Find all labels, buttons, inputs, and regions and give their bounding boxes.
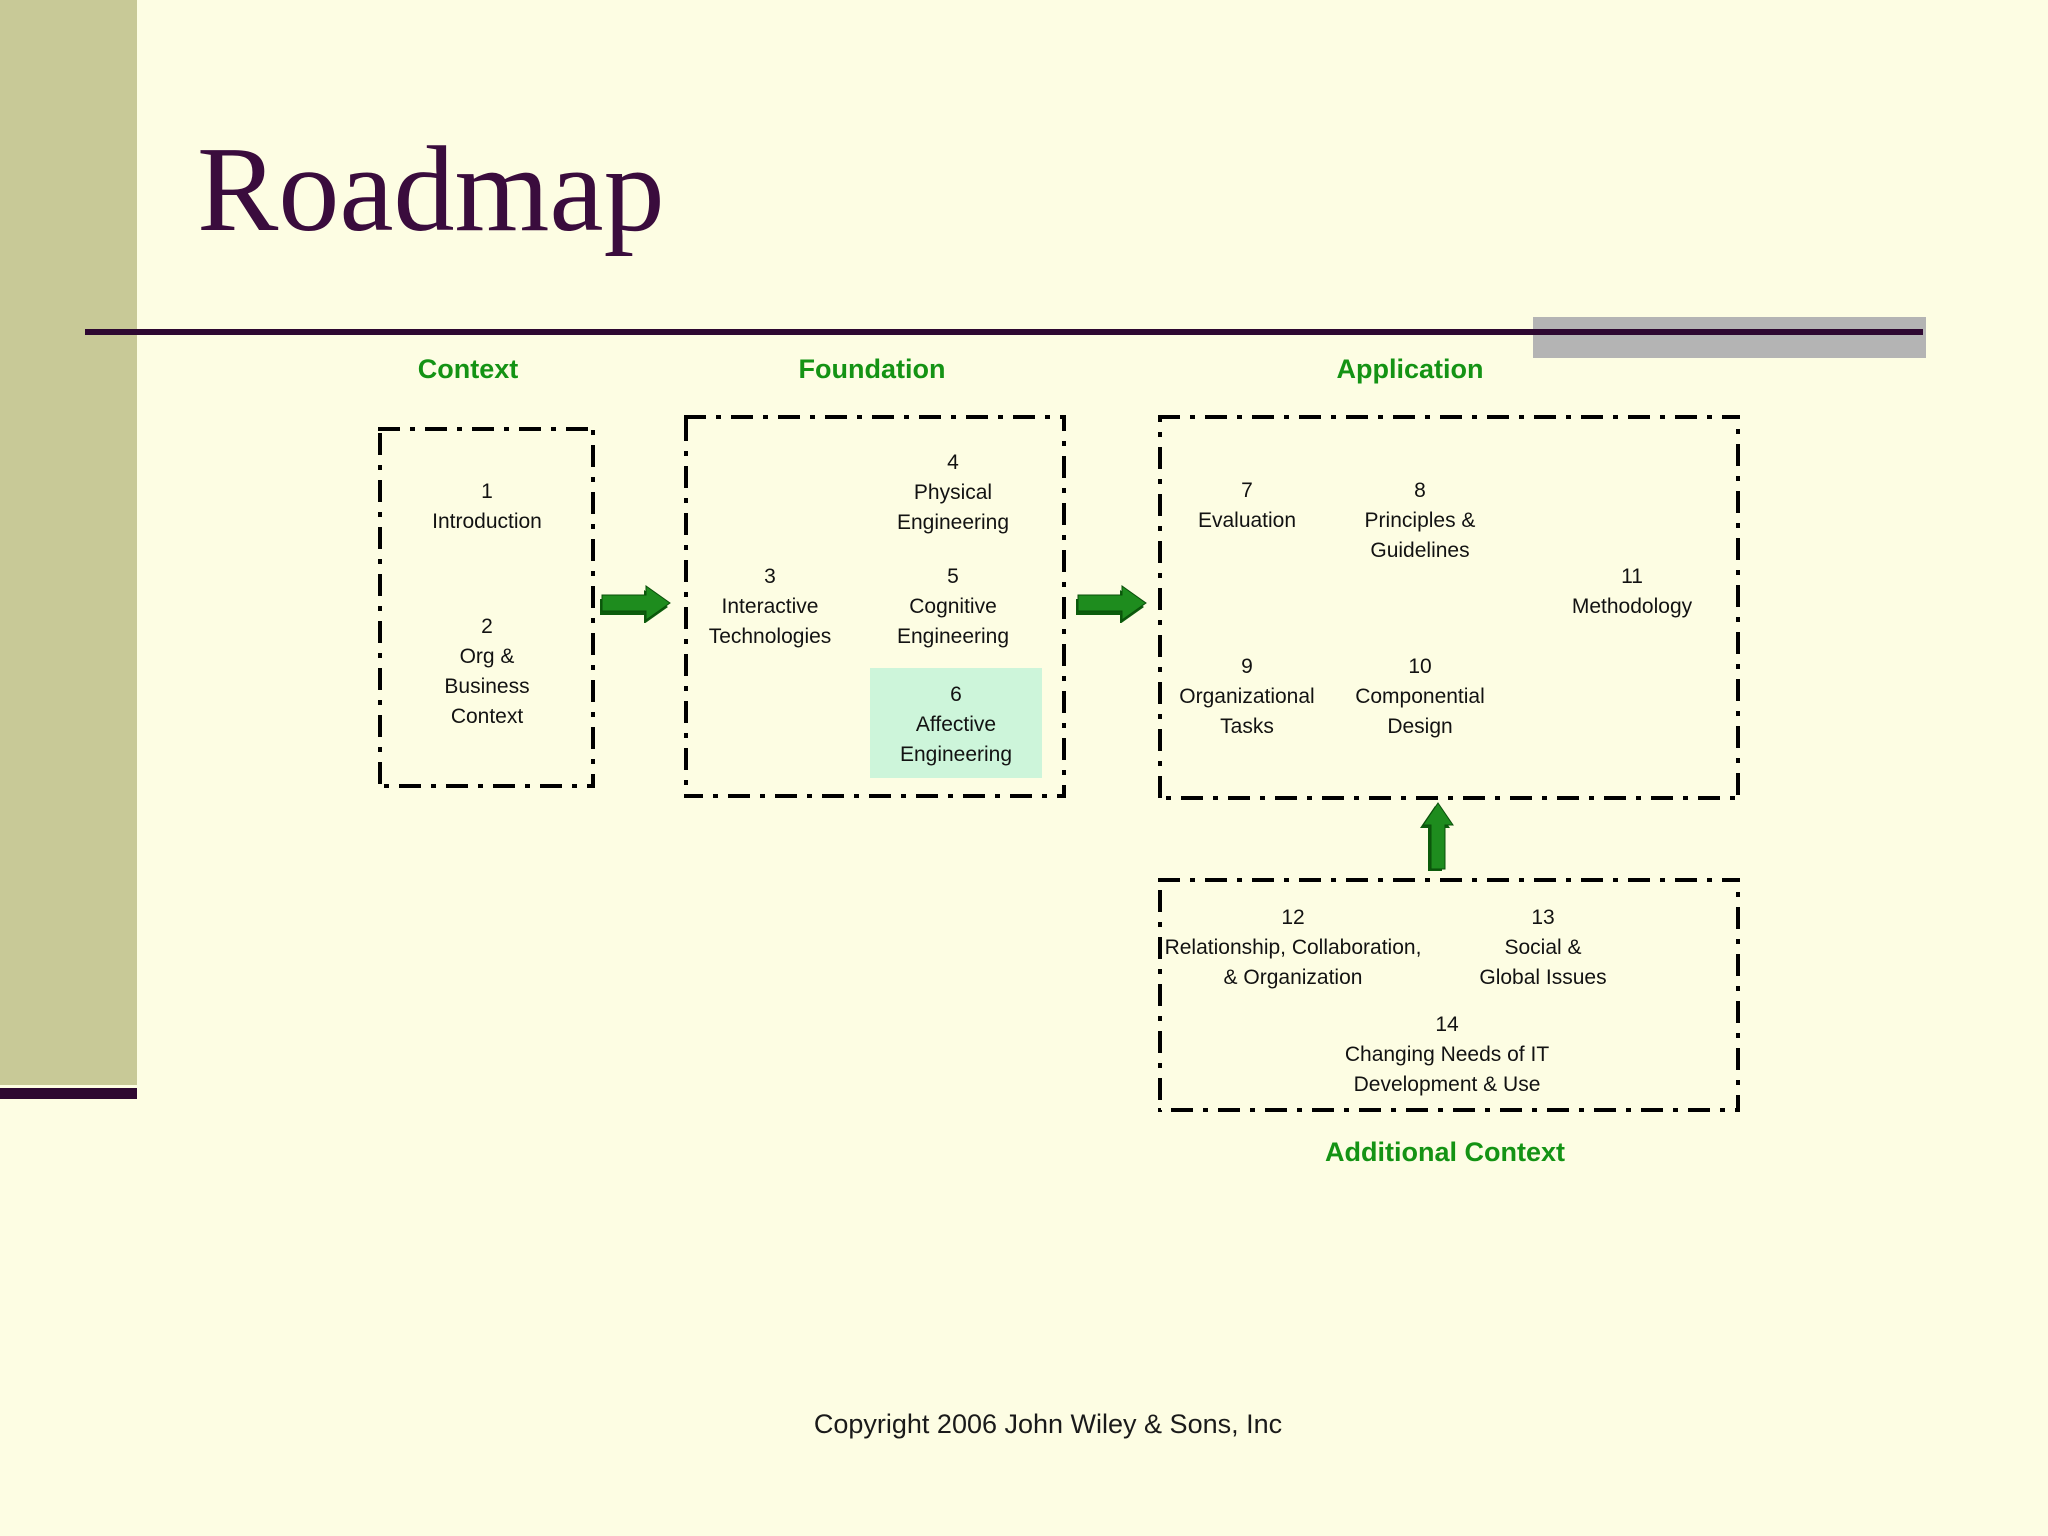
- chapter-number: 14: [1435, 1013, 1459, 1036]
- left-accent-bar: [0, 0, 137, 1085]
- chapter-title-line: Guidelines: [1370, 539, 1470, 562]
- chapter-title-line: Cognitive: [909, 595, 997, 618]
- chapter-title-line: Organizational: [1179, 685, 1315, 708]
- arrow-right-icon: [1076, 585, 1147, 623]
- chapter-5-cognitive-engineering: 5 Cognitive Engineering: [897, 562, 1009, 652]
- chapter-title-line: Org &: [459, 645, 515, 668]
- chapter-title-line: Componential: [1355, 685, 1485, 708]
- chapter-title-line: Business: [444, 675, 530, 698]
- chapter-title-line: Changing Needs of IT: [1344, 1043, 1550, 1066]
- chapter-7-evaluation: 7 Evaluation: [1198, 476, 1296, 536]
- chapter-number: 7: [1241, 479, 1253, 502]
- chapter-10-componential-design: 10 Componential Design: [1355, 652, 1485, 742]
- chapter-number: 1: [481, 480, 493, 503]
- chapter-9-organizational-tasks: 9 Organizational Tasks: [1179, 652, 1314, 742]
- section-heading-foundation: Foundation: [798, 354, 946, 384]
- chapter-number: 5: [947, 565, 959, 588]
- chapter-number: 6: [950, 683, 962, 706]
- chapter-8-principles-guidelines: 8 Principles & Guidelines: [1365, 476, 1476, 566]
- chapter-title-line: Design: [1387, 715, 1453, 738]
- chapter-title-line: Engineering: [896, 625, 1010, 648]
- chapter-13-social-global-issues: 13 Social & Global Issues: [1479, 903, 1606, 993]
- chapter-3-interactive-technologies: 3 Interactive Technologies: [709, 562, 832, 652]
- chapter-number: 10: [1408, 655, 1432, 678]
- section-heading-application: Application: [1336, 354, 1484, 384]
- chapter-title-line: Tasks: [1220, 715, 1274, 738]
- chapter-number: 8: [1414, 479, 1426, 502]
- chapter-1-introduction: 1 Introduction: [432, 477, 542, 537]
- chapter-title-line: & Organization: [1223, 966, 1363, 989]
- chapter-title-line: Introduction: [432, 510, 542, 533]
- chapter-title-line: Physical: [913, 481, 993, 504]
- chapter-4-physical-engineering: 4 Physical Engineering: [897, 448, 1009, 538]
- page-title: Roadmap: [197, 122, 665, 257]
- chapter-title-line: Global Issues: [1479, 966, 1607, 989]
- chapter-2-org-business-context: 2 Org & Business Context: [444, 612, 529, 732]
- chapter-title-line: Engineering: [899, 743, 1013, 766]
- gray-accent-bar: [1533, 317, 1926, 358]
- chapter-number: 4: [947, 451, 959, 474]
- chapter-title-line: Technologies: [708, 625, 832, 648]
- chapter-title-line: Methodology: [1571, 595, 1693, 618]
- arrow-up-icon: [1420, 802, 1454, 871]
- chapter-title-line: Principles &: [1364, 509, 1476, 532]
- chapter-11-methodology: 11 Methodology: [1572, 562, 1692, 622]
- section-heading-context: Context: [417, 354, 519, 384]
- chapter-number: 13: [1531, 906, 1555, 929]
- chapter-number: 12: [1281, 906, 1305, 929]
- chapter-number: 11: [1621, 565, 1643, 588]
- arrow-right-icon: [600, 585, 671, 623]
- chapter-number: 2: [481, 615, 493, 638]
- copyright-text: Copyright 2006 John Wiley & Sons, Inc: [813, 1409, 1283, 1439]
- chapter-title-line: Evaluation: [1197, 509, 1297, 532]
- chapter-title-line: Development & Use: [1353, 1073, 1541, 1096]
- chapter-title-line: Context: [450, 705, 524, 728]
- section-heading-additional-context: Additional Context: [1325, 1137, 1565, 1167]
- chapter-title-line: Affective: [915, 713, 997, 736]
- left-accent-underline: [0, 1088, 137, 1099]
- chapter-14-changing-needs-of-it: 14 Changing Needs of IT Development & Us…: [1345, 1010, 1549, 1100]
- chapter-6-affective-engineering-highlighted: 6 Affective Engineering: [870, 668, 1042, 778]
- chapter-number: 9: [1241, 655, 1253, 678]
- chapter-title-line: Social &: [1504, 936, 1582, 959]
- chapter-title-line: Engineering: [896, 511, 1010, 534]
- chapter-number: 3: [764, 565, 776, 588]
- chapter-12-relationship-collaboration-organization: 12 Relationship, Collaboration, & Organi…: [1165, 903, 1422, 993]
- chapter-title-line: Interactive: [721, 595, 819, 618]
- title-rule: [85, 329, 1923, 335]
- chapter-title-line: Relationship, Collaboration,: [1164, 936, 1422, 959]
